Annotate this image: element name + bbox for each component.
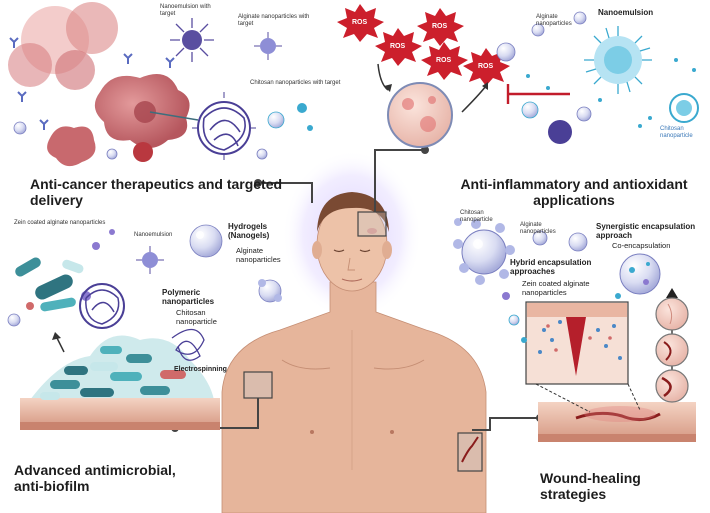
polymeric-nanoparticle-icon (79, 283, 125, 329)
label-alginate-with-target: Alginate nanoparticles with target (238, 14, 310, 27)
cancer-cell-icon (8, 2, 190, 167)
zoom-box-chest (243, 371, 273, 399)
label-chitosan-with-target: Chitosan nanoparticles with target (250, 80, 341, 86)
heading-hybrid: Hybrid encapsulation approaches (510, 258, 592, 277)
section-title-inflammatory: Anti-inflammatory and antioxidant applic… (460, 176, 688, 209)
nanoemulsion-large-icon (584, 26, 652, 94)
ros-burst-icon (337, 4, 510, 86)
ros-label: ROS (390, 43, 406, 50)
section-title-antimicrobial: Advanced antimicrobial, anti-biofilm (14, 462, 176, 495)
label-hydrogels-alginate: Alginate nanoparticles (236, 246, 281, 264)
ros-label: ROS (478, 63, 494, 70)
label-hybrid-zein: Zein coated alginate nanoparticles (522, 279, 590, 297)
label-chitosan-wound: Chitosan nanoparticle (460, 210, 493, 223)
arrow-icon (461, 85, 487, 113)
bacteria-icon (7, 257, 91, 327)
section-title-cancer: Anti-cancer therapeutics and targeted de… (30, 176, 283, 209)
human-figure (221, 150, 487, 513)
inhibition-bar-icon (506, 84, 570, 104)
ros-label: ROS (352, 19, 368, 26)
wound-cross-section-icon (525, 301, 629, 385)
synergistic-sphere-icon (619, 253, 661, 295)
label-chitosan-inflammatory: Chitosan nanoparticle (660, 126, 693, 139)
alginate-cluster-icon (258, 279, 282, 303)
small-particles-inflammatory (496, 11, 699, 144)
electrospinning-icon (171, 328, 205, 361)
section-title-wound: Wound-healing strategies (540, 470, 641, 503)
ros-label: ROS (436, 57, 452, 64)
small-particles-wound (502, 230, 621, 343)
antibody-icon (9, 37, 175, 130)
hydrogel-sphere-icon (453, 218, 515, 285)
label-nanoemulsion-antimicrobial: Nanoemulsion (134, 232, 173, 238)
heading-polymeric: Polymeric nanoparticles (162, 288, 215, 307)
label-alginate-wound: Alginate nanoparticles (520, 222, 556, 235)
label-polymeric-chitosan: Chitosan nanoparticle (176, 308, 217, 326)
chitosan-nanoparticle-icon (149, 92, 256, 160)
alginate-nanoparticle-icon (254, 32, 282, 60)
label-electrospinning: Electrospinning (174, 366, 227, 373)
label-nanoemulsion-inflammatory: Nanoemulsion (598, 8, 654, 17)
ros-label: ROS (432, 23, 448, 30)
zoom-box-forehead (357, 211, 387, 237)
small-particles-cancer (13, 103, 313, 160)
biofilm-block-icon (20, 335, 220, 430)
label-nanoemulsion-with-target: Nanoemulsion with target (160, 4, 211, 17)
nanoemulsion-small-icon (92, 229, 164, 274)
label-co-encapsulation: Co-encapsulation (612, 241, 671, 250)
inflamed-skin-zoom (387, 82, 453, 148)
nanoemulsion-icon (170, 18, 214, 62)
label-zein-coated: Zein coated alginate nanoparticles (14, 220, 106, 226)
heading-hydrogels: Hydrogels (Nanogels) (228, 222, 270, 241)
arrow-icon (377, 63, 389, 91)
hydrogel-sphere-icon (189, 224, 223, 258)
healing-timeline-icon (655, 288, 689, 403)
heading-synergistic: Synergistic encapsulation approach (596, 222, 696, 241)
label-alginate-inflammatory: Alginate nanoparticles (536, 14, 572, 27)
wound-skin-block-icon (538, 402, 696, 442)
zoom-box-arm-wound (457, 432, 483, 472)
